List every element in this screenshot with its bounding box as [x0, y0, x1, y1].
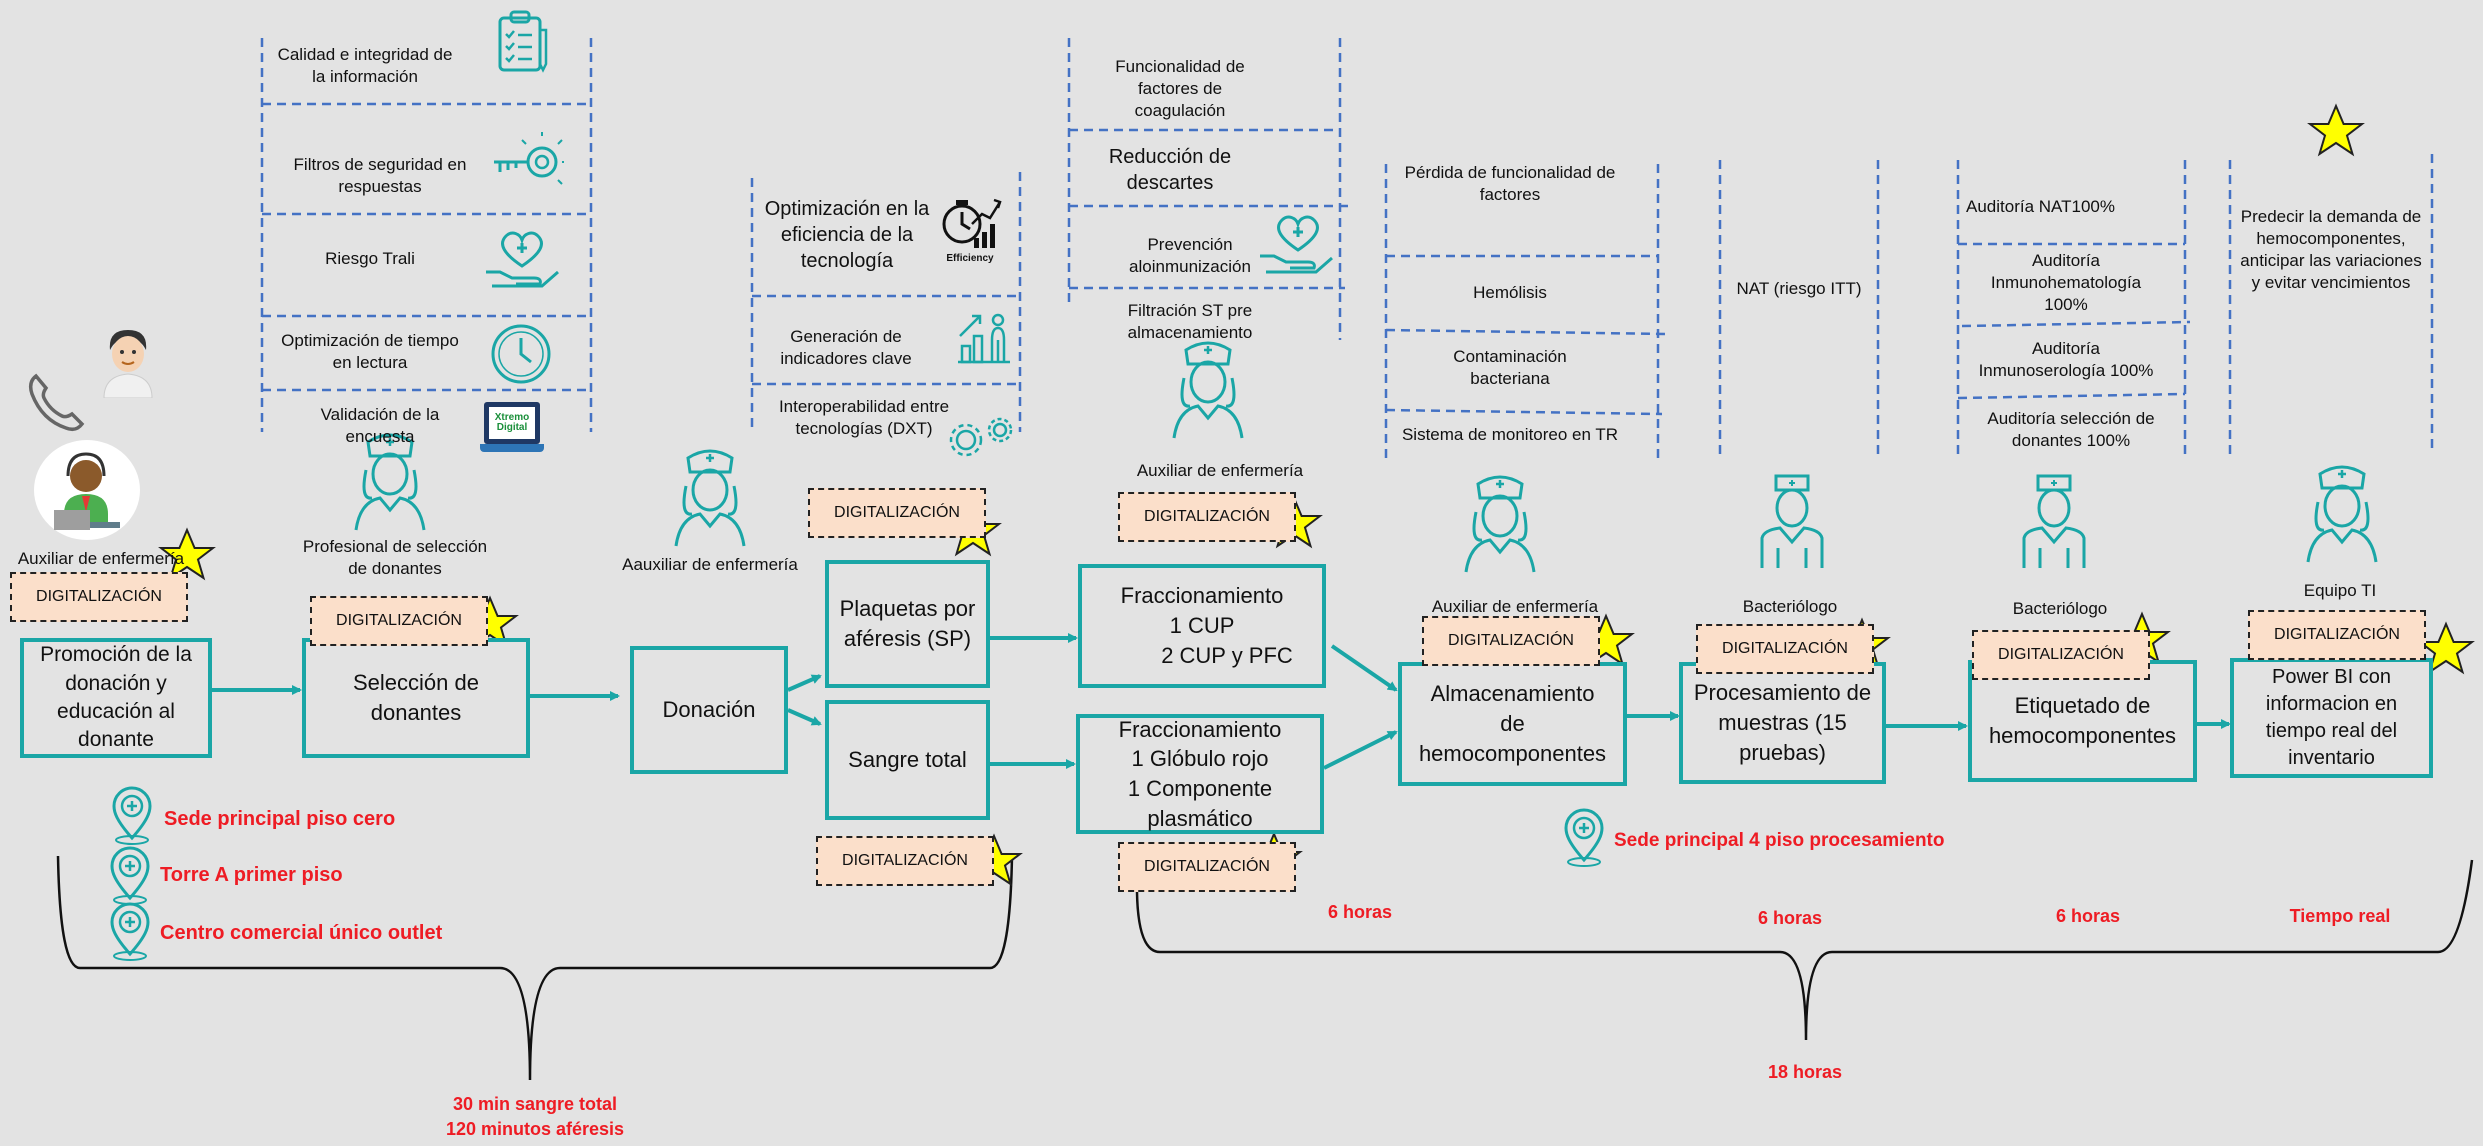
- clock-icon: [491, 324, 551, 384]
- info-auditoria-seleccion: Auditoría selección de donantes 100%: [1987, 409, 2155, 451]
- location-sede-principal-piso-cero: Sede principal piso cero: [164, 808, 396, 830]
- role-procesamiento: Bacteriólogo: [1742, 597, 1838, 616]
- info-riesgo-trali: Riesgo Trali: [325, 249, 415, 268]
- heart-hand-icon-prevencion: [1260, 215, 1333, 274]
- role-donacion: Aauxiliar de enfermería: [622, 555, 798, 574]
- info-auditoria-inmunohematologia: Auditoría Inmunohematología 100%: [1990, 251, 2142, 315]
- info-monitoreo: Sistema de monitoreo en TR: [1401, 425, 1619, 444]
- digitalizacion-tag-procesamiento: DIGITALIZACIÓN: [1696, 624, 1874, 674]
- info-indicadores: Generación de indicadores clave: [780, 327, 912, 369]
- digitalizacion-tag-plaquetas: DIGITALIZACIÓN: [808, 488, 986, 538]
- info-funcionalidad-coagulacion: Funcionalidad de factores de coagulación: [1115, 57, 1245, 121]
- info-auditoria-nat: Auditoría NAT100%: [1966, 197, 2115, 216]
- process-seleccion[interactable]: Selección de donantes: [302, 638, 530, 758]
- role-etiquetado: Bacteriólogo: [2012, 599, 2108, 618]
- role-fraccionamiento: Auxiliar de enfermería: [1136, 461, 1304, 480]
- xtremo-digital-laptop-icon: Xtremo Digital: [480, 402, 546, 456]
- process-etiquetado[interactable]: Etiquetado de hemocomponentes: [1968, 660, 2197, 782]
- info-hemolisis: Hemólisis: [1473, 283, 1547, 302]
- phone-icon: [28, 373, 85, 432]
- info-predecir-demanda: Predecir la demanda de hemocomponentes, …: [2240, 207, 2422, 293]
- digitalizacion-tag-fraccionamiento-2: DIGITALIZACIÓN: [1118, 842, 1296, 892]
- growth-people-icon: [958, 313, 1010, 364]
- time-inventario: Tiempo real: [2289, 906, 2391, 926]
- clipboard-checklist-icon: [498, 10, 548, 73]
- man-avatar-icon: [103, 330, 153, 398]
- info-interoperabilidad: Interoperabilidad entre tecnologías (DXT…: [778, 397, 950, 439]
- info-prevencion-aloinmunizacion: Prevención aloinmunización: [1129, 235, 1251, 277]
- digitalizacion-tag-seleccion: DIGITALIZACIÓN: [310, 596, 488, 646]
- process-fraccionamiento-aferesis[interactable]: Fraccionamiento 1 CUP 2 CUP y PFC: [1078, 564, 1326, 688]
- digitalizacion-tag-inventario: DIGITALIZACIÓN: [2248, 610, 2426, 660]
- role-almacenamiento: Auxiliar de enfermería: [1431, 597, 1599, 616]
- efficiency-icon: Efficiency: [938, 194, 1002, 266]
- info-filtracion-st: Filtración ST pre almacenamiento: [1127, 301, 1253, 343]
- gears-icon: [949, 417, 1013, 457]
- digitalizacion-tag-almacenamiento: DIGITALIZACIÓN: [1422, 616, 1600, 666]
- info-nat-riesgo: NAT (riesgo ITT): [1736, 279, 1862, 298]
- digitalizacion-tag-sangre-total: DIGITALIZACIÓN: [816, 836, 994, 886]
- process-almacenamiento[interactable]: Almacenamiento de hemocomponentes: [1398, 662, 1627, 786]
- info-reduccion-descartes: Reducción de descartes: [1108, 146, 1232, 194]
- time-total-left: 30 min sangre total 120 minutos aféresis: [445, 1094, 625, 1140]
- info-calidad: Calidad e integridad de la información: [277, 45, 453, 87]
- process-procesamiento[interactable]: Procesamiento de muestras (15 pruebas): [1679, 662, 1886, 784]
- info-filtros: Filtros de seguridad en respuestas: [293, 155, 467, 197]
- info-perdida-funcionalidad: Pérdida de funcionalidad de factores: [1404, 163, 1616, 205]
- heart-hand-icon: [486, 231, 559, 288]
- process-promocion[interactable]: Promoción de la donación y educación al …: [20, 638, 212, 758]
- info-optimizacion-tecnologia: Optimización en la eficiencia de la tecn…: [764, 198, 930, 272]
- process-powerbi[interactable]: Power BI con informacion en tiempo real …: [2230, 658, 2433, 778]
- digitalizacion-tag-etiquetado: DIGITALIZACIÓN: [1972, 630, 2150, 680]
- time-etiquetado: 6 horas: [2055, 906, 2121, 926]
- digitalizacion-tag-promocion: DIGITALIZACIÓN: [10, 572, 188, 622]
- time-fraccionamiento: 6 horas: [1327, 902, 1393, 922]
- location-sede-principal-4-piso: Sede principal 4 piso procesamiento: [1614, 830, 1945, 851]
- info-validacion-encuesta: Validación de la encuesta: [320, 405, 440, 447]
- role-inventario: Equipo TI: [2303, 581, 2377, 600]
- key-icon: [494, 132, 564, 185]
- time-total-right: 18 horas: [1767, 1062, 1843, 1082]
- info-auditoria-inmunoserologia: Auditoría Inmunoserología 100%: [1978, 339, 2154, 381]
- process-plaquetas[interactable]: Plaquetas por aféresis (SP): [825, 560, 990, 688]
- process-fraccionamiento-sangre-total[interactable]: Fraccionamiento 1 Glóbulo rojo 1 Compone…: [1076, 714, 1324, 834]
- process-sangre-total[interactable]: Sangre total: [825, 700, 990, 820]
- digitalizacion-tag-fraccionamiento-1: DIGITALIZACIÓN: [1118, 492, 1296, 542]
- call-center-agent-avatar: [34, 440, 140, 540]
- info-optimizacion-lectura: Optimización de tiempo en lectura: [281, 331, 459, 373]
- time-procesamiento: 6 horas: [1757, 908, 1823, 928]
- role-seleccion: Profesional de selección de donantes: [302, 537, 488, 579]
- location-centro-comercial: Centro comercial único outlet: [160, 922, 443, 944]
- process-donacion[interactable]: Donación: [630, 646, 788, 774]
- location-torre-a: Torre A primer piso: [160, 864, 343, 886]
- role-promocion: Auxiliar de enfermería: [17, 549, 185, 568]
- info-contaminacion: Contaminación bacteriana: [1453, 347, 1567, 389]
